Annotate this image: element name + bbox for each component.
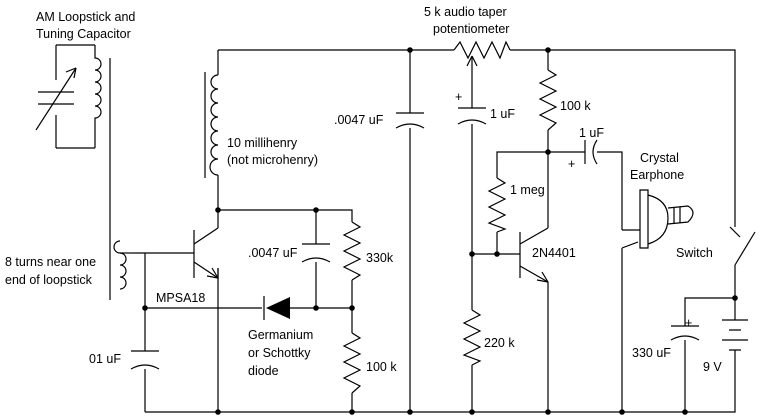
capacitor-1uf-left <box>457 107 487 125</box>
cap-1uf-left-label: 1 uF <box>490 107 515 121</box>
transistor-q1-mpsa18 <box>170 227 219 280</box>
pot-label-1: 5 k audio taper <box>424 5 507 19</box>
am-loopstick-label-2: Tuning Capacitor <box>36 27 131 41</box>
pot-label-2: potentiometer <box>433 22 509 36</box>
q1-label: MPSA18 <box>156 291 205 305</box>
diode-label-1: Germanium <box>248 328 313 342</box>
res-100k-top-label: 100 k <box>560 99 591 113</box>
resistor-100k-top <box>538 69 558 131</box>
capacitor-1uf-coupling <box>584 139 598 165</box>
junction-dots <box>142 47 738 415</box>
resistor-220k <box>462 309 482 366</box>
turns-label-1: 8 turns near one <box>5 255 96 269</box>
inductor-10mh <box>204 72 219 178</box>
turns-label-2: end of loopstick <box>5 273 93 287</box>
resistor-330k <box>342 221 362 281</box>
switch <box>729 226 756 266</box>
diode <box>263 296 290 320</box>
wires <box>120 49 736 413</box>
cap-1uf-right-label: 1 uF <box>579 126 604 140</box>
res-220k-label: 220 k <box>484 336 515 350</box>
pickup-coil <box>113 240 127 290</box>
earphone-label-2: Earphone <box>630 168 684 182</box>
res-100k-bottom-label: 100 k <box>366 360 397 374</box>
plus-1uf-label: + <box>455 90 462 104</box>
cap-0047-mid-label: .0047 uF <box>248 246 298 260</box>
res-330k-label: 330k <box>366 251 394 265</box>
crystal-earphone <box>639 189 694 249</box>
am-loopstick-label-1: AM Loopstick and <box>36 10 135 24</box>
cap-01uf-label: 01 uF <box>89 352 121 366</box>
capacitor-01uf <box>130 350 160 370</box>
ind-10mh-label-1: 10 millihenry <box>227 136 298 150</box>
transistor-q2-2n4401 <box>519 227 549 283</box>
potentiometer-5k <box>453 40 511 75</box>
cap-330uf-label: 330 uF <box>632 346 671 360</box>
resistor-1meg <box>487 177 507 233</box>
battery-9v <box>722 319 748 356</box>
q2-label: 2N4401 <box>532 246 576 260</box>
diode-label-3: diode <box>248 364 279 378</box>
switch-label: Switch <box>676 246 713 260</box>
labels: AM Loopstick and Tuning Capacitor 5 k au… <box>5 5 722 378</box>
res-1meg-label: 1 meg <box>510 183 545 197</box>
capacitor-0047-top <box>395 112 425 129</box>
plus-330uf-label: + <box>685 316 692 330</box>
resistor-100k-bottom <box>342 332 362 394</box>
plus-coupling-label: + <box>568 157 575 171</box>
capacitor-0047-mid <box>301 243 331 263</box>
earphone-label-1: Crystal <box>640 151 679 165</box>
ind-10mh-label-2: (not microhenry) <box>227 153 318 167</box>
battery-voltage-label: 9 V <box>703 360 722 374</box>
loopstick-tuning-assembly <box>35 44 111 300</box>
cap-0047-top-label: .0047 uF <box>334 113 384 127</box>
diode-label-2: or Schottky <box>248 346 311 360</box>
capacitor-330uf <box>670 318 700 341</box>
